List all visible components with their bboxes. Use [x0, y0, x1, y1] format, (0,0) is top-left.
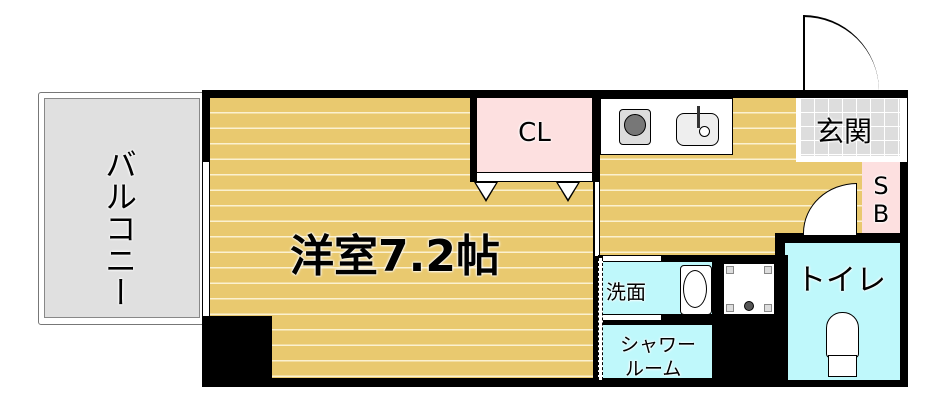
entrance-label: 玄関	[816, 115, 873, 148]
balcony-label: バルコニー	[100, 148, 138, 308]
washer-space	[723, 263, 775, 315]
stove-icon	[619, 109, 651, 145]
shoe-box	[862, 162, 900, 234]
balcony: バルコニー	[38, 92, 206, 325]
entry-door[interactable]	[803, 15, 879, 93]
shower-room-label-2: ルーム	[625, 358, 682, 380]
closet-door-left[interactable]	[474, 182, 498, 202]
washroom-door[interactable]	[598, 258, 603, 380]
wash-basin-icon	[680, 265, 712, 315]
entrance: 玄関	[796, 98, 907, 162]
shoe-box-label-b: B	[872, 200, 890, 228]
drain-icon	[744, 301, 754, 311]
shower-room-label-1: シャワー	[620, 334, 697, 356]
shower-room	[602, 325, 712, 378]
washroom-label: 洗面	[606, 280, 646, 304]
closet-door-right[interactable]	[556, 182, 580, 202]
western-room-label: 洋室7.2帖	[290, 231, 500, 282]
toilet-label: トイレ	[796, 263, 886, 298]
shoe-box-label-s: S	[873, 172, 889, 200]
partition-door[interactable]	[594, 182, 600, 256]
pillar	[202, 316, 272, 387]
balcony-window[interactable]	[202, 162, 210, 316]
sink-icon	[676, 106, 719, 146]
closet	[477, 98, 592, 172]
toilet-bowl-icon	[826, 312, 859, 358]
closet-label: CL	[518, 118, 551, 148]
